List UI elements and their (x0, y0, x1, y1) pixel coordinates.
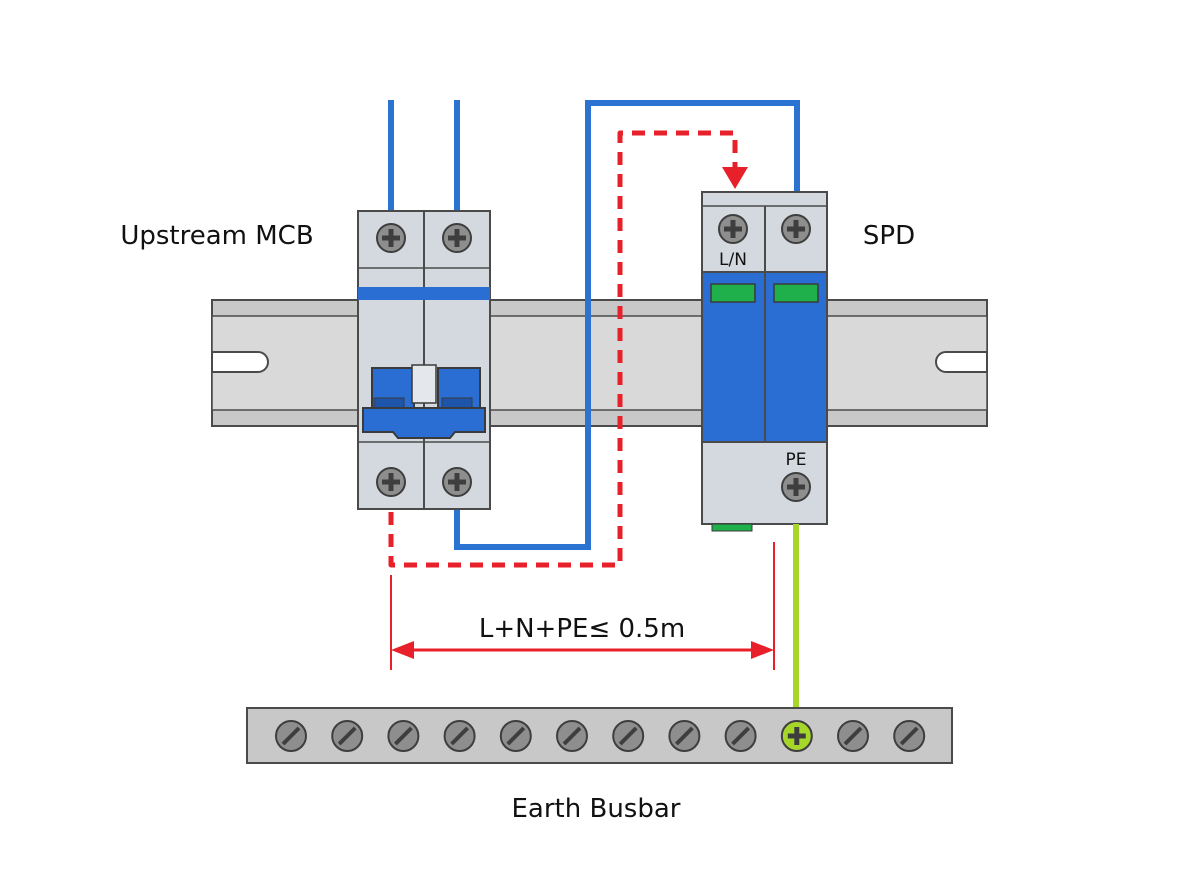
mcb-top-screw-left-icon (376, 223, 406, 253)
spd-status-window-left (710, 283, 756, 303)
red-dashed-path (388, 130, 748, 568)
spd-ln-label: L/N (719, 250, 747, 270)
red-arrowhead-down (722, 167, 748, 189)
spd-pe-screw-icon (781, 472, 811, 502)
spd-device: L/N PE (701, 191, 828, 532)
busbar-screw-icon (612, 720, 645, 752)
busbar-screw-icon (668, 720, 701, 752)
mcb-supply-wires (388, 100, 460, 211)
busbar-screw-icon (443, 720, 476, 752)
busbar-screw-icon (837, 720, 869, 752)
busbar-screw-icon (724, 720, 757, 752)
spd-pe-label: PE (786, 450, 807, 470)
rail-slot-left (211, 351, 269, 373)
din-rail (211, 299, 988, 427)
dimension-arrow-right (751, 641, 774, 659)
mcb-toggle (362, 364, 486, 439)
busbar-screw-icon (275, 720, 307, 752)
busbar-screw-icon (387, 720, 420, 752)
spd-status-window-right (773, 283, 819, 303)
rail-slot-right (935, 351, 988, 373)
busbar-label: Earth Busbar (512, 794, 681, 824)
dimension-arrow-left (391, 641, 414, 659)
spd-top-screw-left-icon (718, 214, 748, 244)
blue-wire-mcb-to-spd (454, 100, 800, 550)
mcb-bottom-screw-left-icon (376, 467, 406, 497)
busbar-screw-icon (893, 720, 926, 752)
spd-top-screw-right-icon (781, 214, 811, 244)
length-limit-label: L+N+PE≤ 0.5m (479, 614, 685, 644)
spd-label: SPD (863, 221, 915, 251)
mcb-blue-band (358, 287, 490, 300)
busbar-terminals (275, 720, 926, 752)
mcb-label: Upstream MCB (120, 221, 313, 251)
busbar-screw-icon (556, 720, 588, 752)
earth-terminal-screw-icon (780, 720, 813, 752)
mcb-top-screw-right-icon (442, 223, 472, 253)
spd-remote-contact (711, 523, 753, 532)
busbar-screw-icon (331, 720, 364, 752)
mcb-bottom-screw-right-icon (442, 467, 472, 497)
upstream-mcb (357, 210, 491, 510)
length-dimension: L+N+PE≤ 0.5m (390, 542, 775, 670)
earth-busbar (246, 707, 953, 764)
busbar-screw-icon (499, 720, 532, 752)
